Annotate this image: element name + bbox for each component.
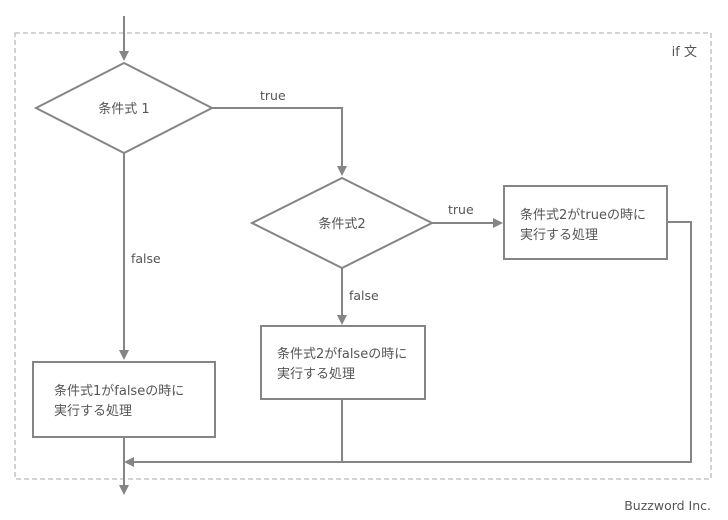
process-cond2-true-line-2: 実行する処理 <box>520 227 598 243</box>
process-cond1-false-line-2: 実行する処理 <box>54 403 132 419</box>
condition-1-label: 条件式 1 <box>98 101 149 117</box>
frame-label: if 文 <box>672 45 697 60</box>
process-cond2-false-box <box>260 325 426 400</box>
if-block-frame <box>14 32 712 480</box>
process-cond1-false-box <box>32 361 216 438</box>
process-cond2-false-line-2: 実行する処理 <box>277 366 355 382</box>
entry-arrowhead <box>119 51 129 61</box>
exit-arrowhead <box>119 485 129 495</box>
cond2-false-label: false <box>349 288 379 303</box>
merge-arrowhead <box>124 457 134 467</box>
process-cond1-false-line-1: 条件式1がfalseの時に <box>54 383 184 399</box>
process-cond2-true-line-1: 条件式2がtrueの時に <box>520 207 646 223</box>
cond2-true-arrowhead <box>493 218 503 228</box>
cond2-true-label: true <box>448 202 474 217</box>
cond1-true-label: true <box>260 88 286 103</box>
cond2-false-arrowhead <box>337 315 347 325</box>
merge-connector-cond2-true <box>132 221 692 463</box>
cond1-true-arrowhead <box>337 166 347 176</box>
process-cond2-false-line-1: 条件式2がfalseの時に <box>277 346 407 362</box>
cond1-false-arrowhead <box>119 350 129 360</box>
cond1-true-connector <box>212 107 343 167</box>
credit-text: Buzzword Inc. <box>624 498 711 513</box>
condition-2-label: 条件式2 <box>318 216 365 232</box>
cond1-false-label: false <box>131 251 161 266</box>
